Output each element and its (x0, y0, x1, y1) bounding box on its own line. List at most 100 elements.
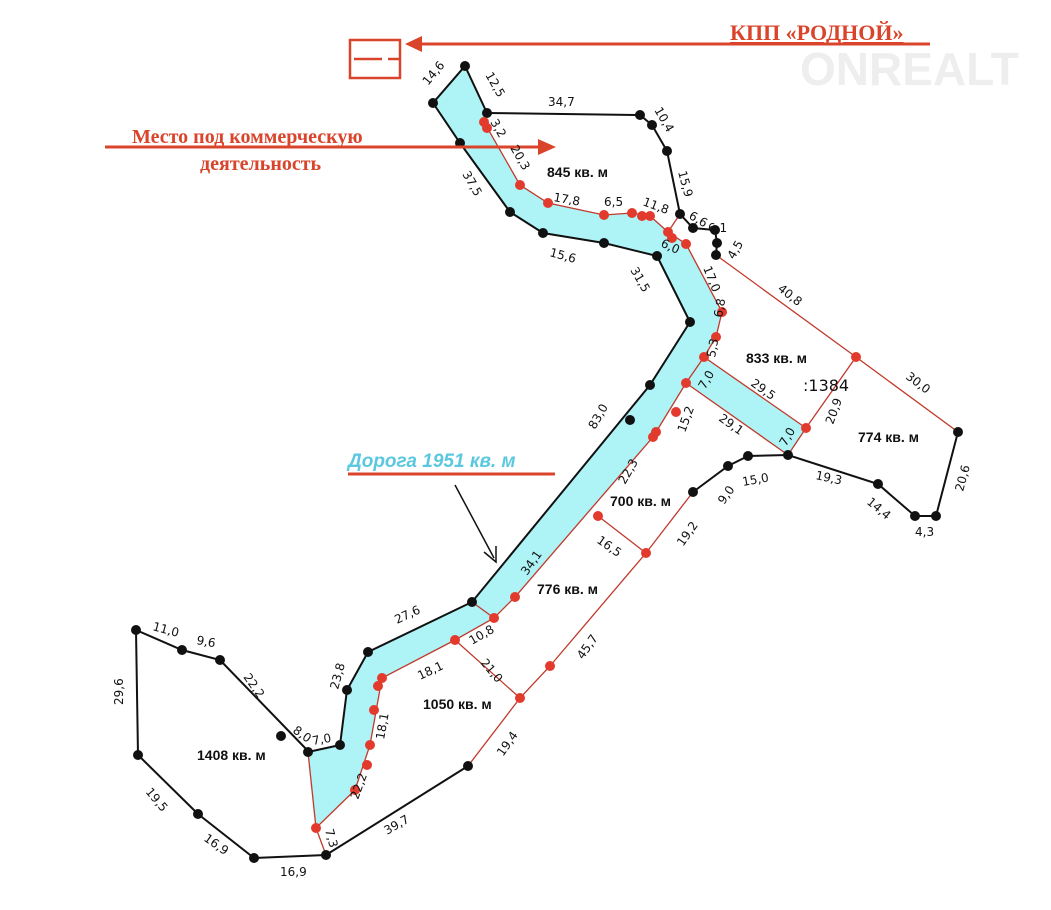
inner-vertex (369, 705, 379, 715)
boundary-vertex (662, 146, 672, 156)
inner-vertex (543, 198, 553, 208)
inner-vertex (350, 785, 360, 795)
boundary-vertex (342, 685, 352, 695)
inner-vertex (801, 423, 811, 433)
inner-vertex (671, 407, 681, 417)
inner-vertex (645, 211, 655, 221)
inner-vertex (641, 548, 651, 558)
boundary-vertex (685, 317, 695, 327)
boundary-vertex (321, 850, 331, 860)
dim-label: 7,0 (311, 731, 332, 748)
checkpoint-icon (348, 38, 402, 80)
inner-vertex (365, 740, 375, 750)
boundary-vertex (931, 511, 941, 521)
dim-label: 5,3 (704, 337, 721, 358)
inner-vertex (545, 661, 555, 671)
inner-vertex (482, 123, 492, 133)
area-label-1050: 1050 кв. м (423, 696, 492, 712)
area-label-845: 845 кв. м (547, 164, 608, 180)
dim-label: 9,0 (715, 483, 737, 507)
boundary-vertex (635, 110, 645, 120)
boundary-vertex (193, 809, 203, 819)
inner-vertex (599, 210, 609, 220)
dim-label: 15,6 (548, 245, 577, 265)
boundary-vertex (482, 108, 492, 118)
inner-vertex (717, 307, 727, 317)
inner-vertex (489, 613, 499, 623)
inner-vertex (681, 378, 691, 388)
dim-label: 11,0 (151, 619, 180, 639)
dim-label: 17,8 (552, 190, 581, 208)
dim-label: 19,2 (674, 519, 701, 549)
boundary-vertex (133, 750, 143, 760)
dim-label: 6,1 (708, 221, 727, 235)
dim-label: 39,7 (382, 812, 412, 837)
inner-vertex (711, 332, 721, 342)
boundary-vertex (743, 451, 753, 461)
inner-vertex (362, 760, 372, 770)
boundary-vertex (249, 853, 259, 863)
area-label-833: 833 кв. м (746, 350, 807, 366)
road-pointer-arrow (454, 484, 497, 564)
dim-label: 16,5 (594, 533, 624, 560)
dim-label: 27,6 (392, 603, 422, 627)
inner-vertex (515, 693, 525, 703)
dim-label: 83,0 (585, 401, 610, 431)
boundary-vertex (910, 511, 920, 521)
boundary-vertex (428, 98, 438, 108)
boundary-vertex (688, 223, 698, 233)
area-label-700: 700 кв. м (610, 493, 671, 509)
inner-vertex (450, 635, 460, 645)
dim-label: 19,4 (494, 729, 521, 759)
dim-label: 14,4 (864, 495, 893, 523)
boundary-vertices (131, 61, 963, 863)
inner-vertex (510, 592, 520, 602)
dim-label: 19,3 (814, 468, 843, 487)
boundary-vertex (599, 238, 609, 248)
area-label-776: 776 кв. м (537, 581, 598, 597)
dim-label: 45,7 (574, 632, 601, 662)
boundary-vertex (215, 655, 225, 665)
dim-label: 6,8 (711, 297, 728, 318)
dim-label: 4,3 (915, 525, 934, 539)
inner-vertices (311, 117, 861, 833)
inner-vertex (667, 233, 677, 243)
dim-label: 29,6 (112, 678, 126, 705)
dim-label: 16,9 (201, 831, 231, 858)
dim-label: 12,5 (482, 70, 507, 100)
road-area (308, 66, 806, 828)
boundary-vertex (363, 647, 373, 657)
inner-vertex (627, 208, 637, 218)
boundary-vertex (335, 740, 345, 750)
inner-vertex (515, 180, 525, 190)
boundary-vertex (688, 487, 698, 497)
boundary-vertex (723, 461, 733, 471)
road-label: Дорога 1951 кв. м (346, 451, 516, 472)
boundary-vertex (783, 450, 793, 460)
inner-vertex (851, 352, 861, 362)
dim-label: 34,7 (548, 95, 575, 109)
boundary-vertex (711, 250, 721, 260)
boundary-vertex (710, 225, 720, 235)
inner-vertex (373, 681, 383, 691)
commercial-arrow (105, 139, 556, 155)
dim-label: 16,9 (280, 865, 307, 879)
boundary-vertex (131, 625, 141, 635)
boundary-vertex (645, 380, 655, 390)
inner-vertex (377, 673, 387, 683)
dim-label: 40,8 (775, 281, 805, 308)
inner-vertex (593, 511, 603, 521)
inner-vertex (699, 352, 709, 362)
cadastral-label: :1384 (803, 376, 849, 395)
boundary-vertex (538, 228, 548, 238)
boundary-vertex (675, 209, 685, 219)
dim-label: 15,9 (675, 169, 695, 198)
dim-label: 20,6 (952, 463, 972, 492)
inner-vertex (311, 823, 321, 833)
boundary-vertex (873, 479, 883, 489)
dim-label: 23,8 (327, 661, 347, 690)
boundary-vertex (276, 731, 286, 741)
commercial-label-line1: Место под коммерческую (132, 126, 363, 148)
